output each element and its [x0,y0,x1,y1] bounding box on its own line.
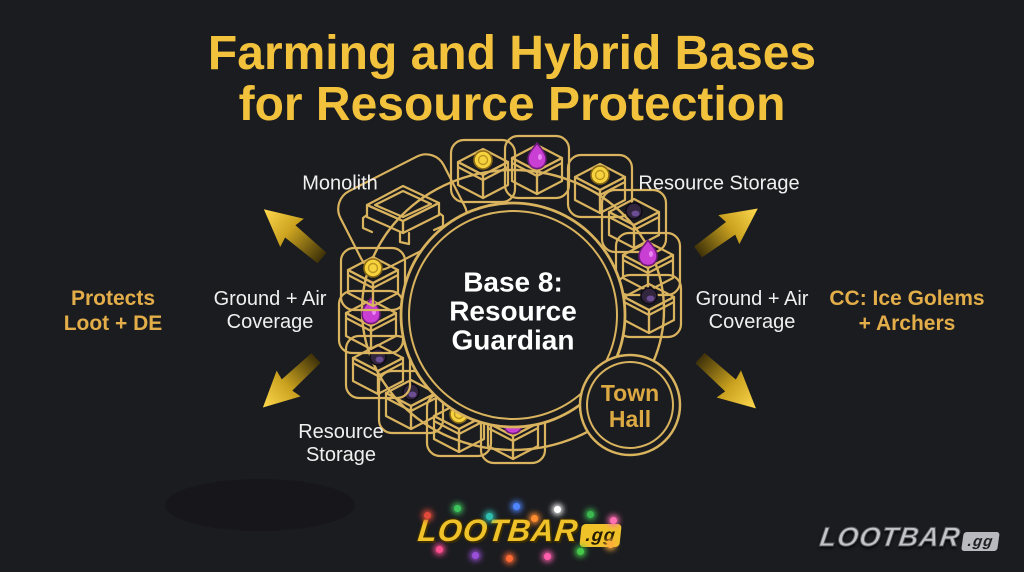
logo-light [506,555,513,562]
lootbar-watermark-text: LOOTBAR.gg [817,522,1000,553]
resource-storage-top-label: Resource Storage [638,172,800,195]
gold-coin-icon [590,165,610,185]
protects-loot-label: Protects Loot + DE [63,287,163,335]
arrow-up-right-icon [694,208,758,258]
dark-storage-box [615,273,683,339]
center-circle [399,201,627,429]
town-hall-circle [578,353,682,457]
arrow-down-right-icon [695,352,756,409]
resource-storage-bottom-label: Resource Storage [298,421,384,466]
arrow-down-left-icon [262,353,321,408]
logo-light [513,503,520,510]
logo-light [436,546,443,553]
logo-light [544,553,551,560]
logo-light [486,513,493,520]
elixir-gem-icon [638,239,658,267]
monolith-label: Monolith [302,172,378,195]
logo-light [531,515,538,522]
gg-badge: .gg [579,524,623,547]
logo-light [454,505,461,512]
cc-troops-label: CC: Ice Golems + Archers [829,287,985,335]
gold-storage-box [566,153,634,219]
floor-shadow [165,479,355,531]
gold-storage-box [339,246,407,312]
dark-storage-box [600,188,668,254]
town-hall-label: Town Hall [600,380,660,432]
gold-coin-icon [473,150,493,170]
lootbar-logo: LOOTBAR.gg [414,500,626,562]
arrow-up-left-icon [263,209,327,264]
gold-coin-icon [363,258,383,278]
logo-light [610,517,617,524]
base-name-label: Base 8: Resource Guardian [449,266,577,356]
lootbar-logo-text: LOOTBAR.gg [416,513,623,549]
dark-storage-box [344,334,412,400]
logo-light [587,511,594,518]
gg-watermark-badge: .gg [961,532,1000,551]
logo-light [554,506,561,513]
elixir-storage-box [337,289,405,355]
gold-storage-box [449,138,517,204]
elixir-storage-box [503,134,571,200]
logo-light [424,512,431,519]
page-title: Farming and Hybrid Bases for Resource Pr… [0,28,1024,130]
elixir-gem-icon [527,142,547,170]
title-line-1: Farming and Hybrid Bases [207,27,817,80]
ground-air-left-label: Ground + Air Coverage [213,288,327,333]
title-line-2: for Resource Protection [238,78,786,131]
logo-light [472,552,479,559]
ground-air-right-label: Ground + Air Coverage [695,288,809,333]
logo-light [607,541,614,548]
logo-light [577,548,584,555]
lootbar-watermark: LOOTBAR.gg [800,522,1018,553]
